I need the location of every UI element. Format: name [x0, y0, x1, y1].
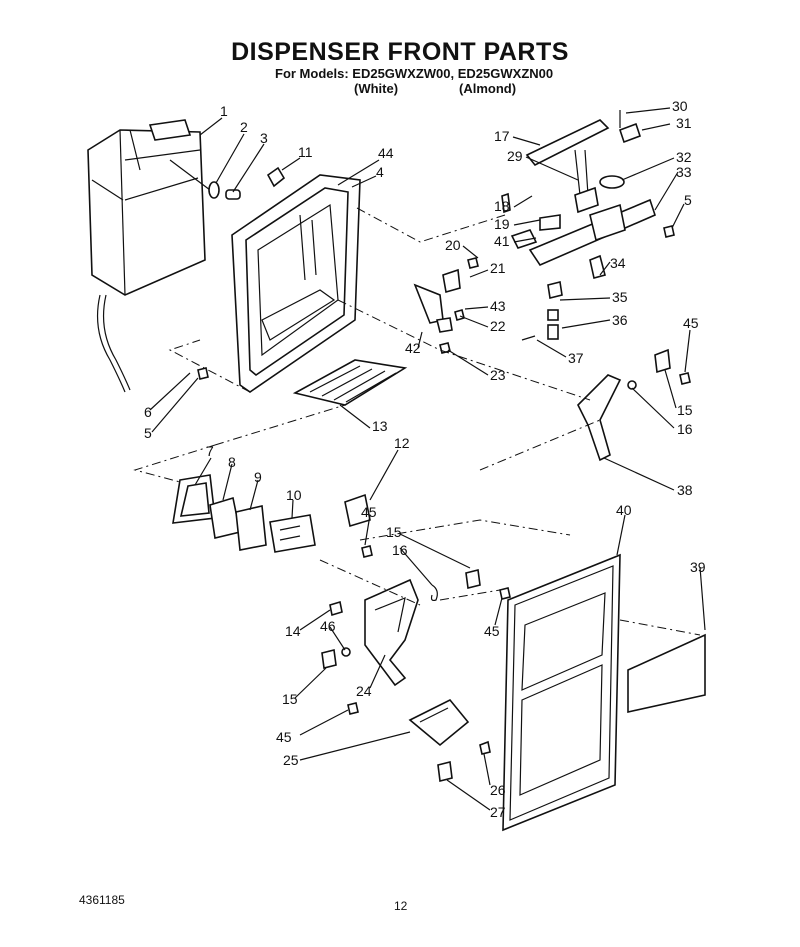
part-ice-actuator: [577, 348, 671, 462]
leader-lines: [149, 107, 706, 811]
models-line: For Models: ED25GWXZW00, ED25GWXZN00: [275, 66, 554, 81]
callout-44: 44: [378, 145, 394, 161]
part-light-lens-group: [172, 474, 371, 553]
callout-12: 12: [394, 435, 410, 451]
callout-17: 17: [494, 128, 510, 144]
callout-45-right: 45: [683, 315, 699, 331]
callout-31: 31: [676, 115, 692, 131]
callout-8: 8: [228, 454, 236, 470]
color-white-label: (White): [354, 81, 399, 96]
callout-15-right: 15: [677, 402, 693, 418]
color-almond-label: (Almond): [459, 81, 517, 96]
callout-45-mid: 45: [361, 504, 377, 520]
part-front-panel: [502, 553, 621, 832]
page-number: 12: [394, 899, 408, 913]
callout-36: 36: [612, 312, 628, 328]
callout-32: 32: [676, 149, 692, 165]
callout-46: 46: [320, 618, 336, 634]
callout-11: 11: [298, 144, 313, 160]
callout-41: 41: [494, 233, 510, 249]
part-housing: [231, 174, 361, 393]
callout-2: 2: [240, 119, 248, 135]
callout-15-lower: 15: [282, 691, 298, 707]
part-grommet: [208, 166, 286, 200]
callout-43: 43: [490, 298, 506, 314]
part-decal: [627, 633, 706, 713]
callout-34: 34: [610, 255, 626, 271]
callout-22: 22: [490, 318, 506, 334]
callout-1: 1: [220, 103, 228, 119]
callout-38: 38: [677, 482, 693, 498]
part-ice-bin: [87, 119, 211, 393]
callout-16-right: 16: [677, 421, 693, 437]
callout-5-left: 5: [144, 425, 152, 441]
callout-5-right: 5: [684, 192, 692, 208]
callout-23: 23: [490, 367, 506, 383]
part-drip-tray: [408, 698, 470, 747]
callout-45-bottom: 45: [276, 729, 292, 745]
callout-39: 39: [690, 559, 706, 575]
callout-35: 35: [612, 289, 628, 305]
callout-42: 42: [405, 340, 421, 356]
callout-30: 30: [672, 98, 688, 114]
callout-7: 7: [206, 443, 214, 459]
callout-25: 25: [283, 752, 299, 768]
callout-24: 24: [356, 683, 372, 699]
part-water-paddle: [364, 578, 419, 687]
callout-37: 37: [568, 350, 584, 366]
callout-33: 33: [676, 164, 692, 180]
callout-10: 10: [286, 487, 302, 503]
callout-40: 40: [616, 502, 632, 518]
callout-29: 29: [507, 148, 523, 164]
part-lever-parts: [413, 257, 479, 354]
callout-6: 6: [144, 404, 152, 420]
callout-20: 20: [445, 237, 461, 253]
part-light-cover: [525, 119, 610, 167]
part-switch-bracket: [510, 110, 656, 267]
callout-13: 13: [372, 418, 388, 434]
callout-14: 14: [285, 623, 301, 639]
callout-27: 27: [490, 804, 506, 820]
page-title: DISPENSER FRONT PARTS: [231, 38, 569, 66]
callout-15-mid: 15: [386, 524, 402, 540]
part-small-fasteners: [197, 192, 691, 782]
callout-26: 26: [490, 782, 506, 798]
part-drip-grille: [292, 359, 408, 406]
callout-16-mid: 16: [392, 542, 408, 558]
callout-4: 4: [376, 164, 384, 180]
part-solenoid-assembly: [521, 254, 606, 341]
part-number: 4361185: [79, 893, 125, 907]
callout-9: 9: [254, 469, 262, 485]
construction-lines: [133, 207, 701, 636]
callout-45-lower: 45: [484, 623, 500, 639]
callout-3: 3: [260, 130, 268, 146]
callout-19: 19: [494, 216, 510, 232]
callout-18: 18: [494, 198, 510, 214]
callout-21: 21: [490, 260, 506, 276]
